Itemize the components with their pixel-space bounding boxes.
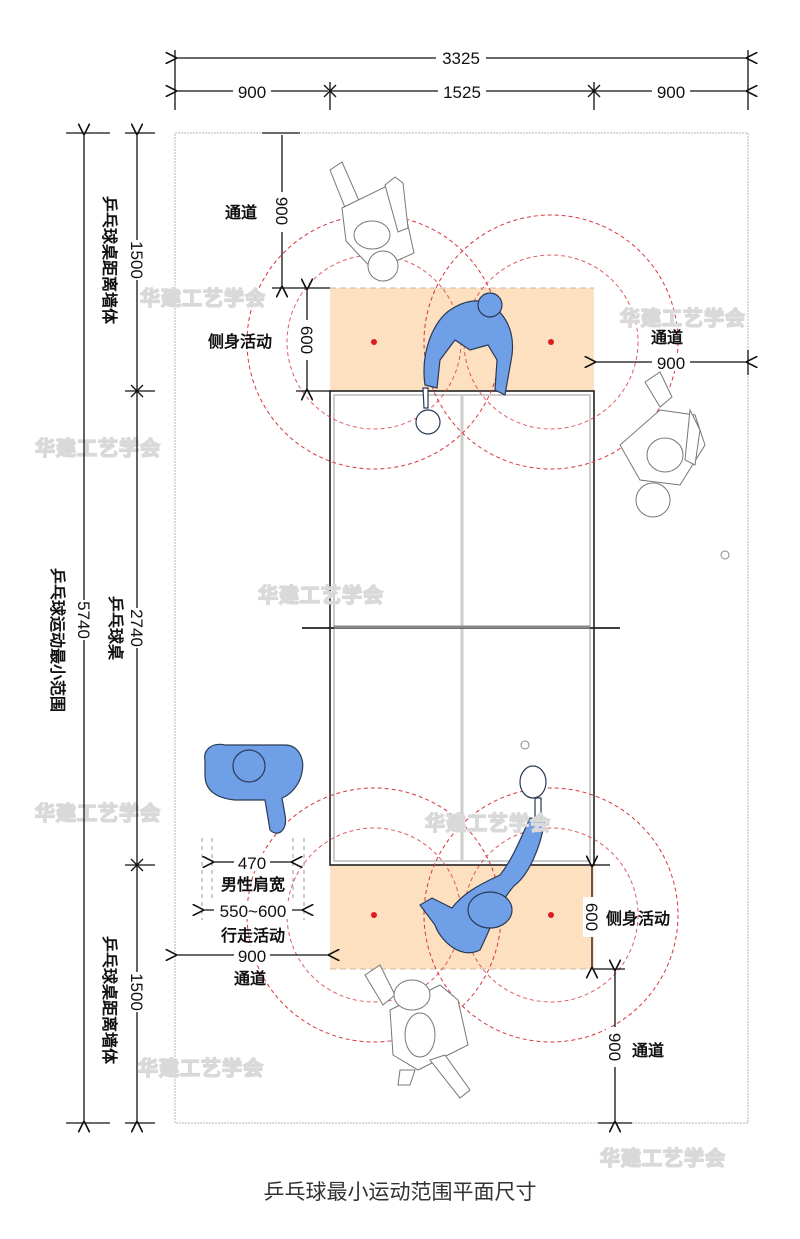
svg-text:600: 600 — [297, 326, 316, 354]
svg-text:1500: 1500 — [127, 973, 146, 1011]
svg-text:550~600: 550~600 — [220, 902, 287, 921]
svg-text:1500: 1500 — [127, 241, 146, 279]
svg-text:华建工艺学会: 华建工艺学会 — [35, 801, 161, 825]
svg-text:5740: 5740 — [74, 601, 93, 639]
svg-text:华建工艺学会: 华建工艺学会 — [35, 436, 161, 460]
svg-text:行走活动: 行走活动 — [220, 926, 285, 945]
svg-text:通道: 通道 — [234, 969, 266, 988]
left-dimension-labels: 1500 2740 1500 5740 乒乓球桌距离墙体 乒乓球桌 乒乓球桌距离… — [48, 196, 146, 1065]
figure-caption: 乒乓球最小运动范围平面尺寸 — [263, 1180, 537, 1204]
svg-text:900: 900 — [238, 83, 266, 102]
center-dots — [371, 339, 554, 918]
svg-text:侧身活动: 侧身活动 — [208, 332, 272, 351]
svg-text:男性肩宽: 男性肩宽 — [221, 875, 285, 894]
svg-text:1525: 1525 — [443, 83, 481, 102]
svg-text:乒乓球桌: 乒乓球桌 — [106, 596, 125, 660]
walking-person-icon — [329, 161, 415, 282]
svg-text:470: 470 — [238, 854, 266, 873]
shoulder-guide-lines — [201, 838, 305, 920]
svg-text:900: 900 — [238, 947, 266, 966]
player-bottom-icon — [419, 765, 547, 954]
standing-person-icon — [204, 743, 304, 834]
top-dimension-labels: 3325 900 1525 900 — [233, 48, 690, 102]
ping-pong-table — [302, 390, 620, 866]
svg-text:900: 900 — [272, 197, 291, 225]
walking-person-icon — [619, 371, 706, 518]
svg-text:华建工艺学会: 华建工艺学会 — [620, 306, 746, 330]
svg-text:600: 600 — [582, 903, 601, 931]
svg-text:乒乓球运动最小范围: 乒乓球运动最小范围 — [48, 568, 67, 712]
svg-text:通道: 通道 — [651, 328, 683, 347]
svg-text:华建工艺学会: 华建工艺学会 — [138, 1056, 264, 1080]
svg-text:900: 900 — [657, 354, 685, 373]
svg-text:华建工艺学会: 华建工艺学会 — [425, 811, 551, 835]
svg-text:通道: 通道 — [225, 203, 257, 222]
svg-text:900: 900 — [605, 1033, 624, 1061]
player-top-icon — [415, 292, 514, 435]
svg-text:侧身活动: 侧身活动 — [606, 909, 670, 928]
walking-person-icon — [364, 964, 471, 1099]
svg-text:通道: 通道 — [632, 1041, 664, 1060]
svg-text:华建工艺学会: 华建工艺学会 — [600, 1146, 726, 1170]
svg-text:3325: 3325 — [442, 49, 480, 68]
svg-text:2740: 2740 — [127, 609, 146, 647]
top-passage-dimension — [262, 132, 330, 391]
svg-text:900: 900 — [657, 83, 685, 102]
room-boundary — [174, 132, 749, 1124]
svg-text:华建工艺学会: 华建工艺学会 — [258, 583, 384, 607]
svg-text:华建工艺学会: 华建工艺学会 — [140, 286, 266, 310]
svg-text:乒乓球桌距离墙体: 乒乓球桌距离墙体 — [100, 196, 119, 325]
svg-text:乒乓球桌距离墙体: 乒乓球桌距离墙体 — [100, 936, 119, 1065]
